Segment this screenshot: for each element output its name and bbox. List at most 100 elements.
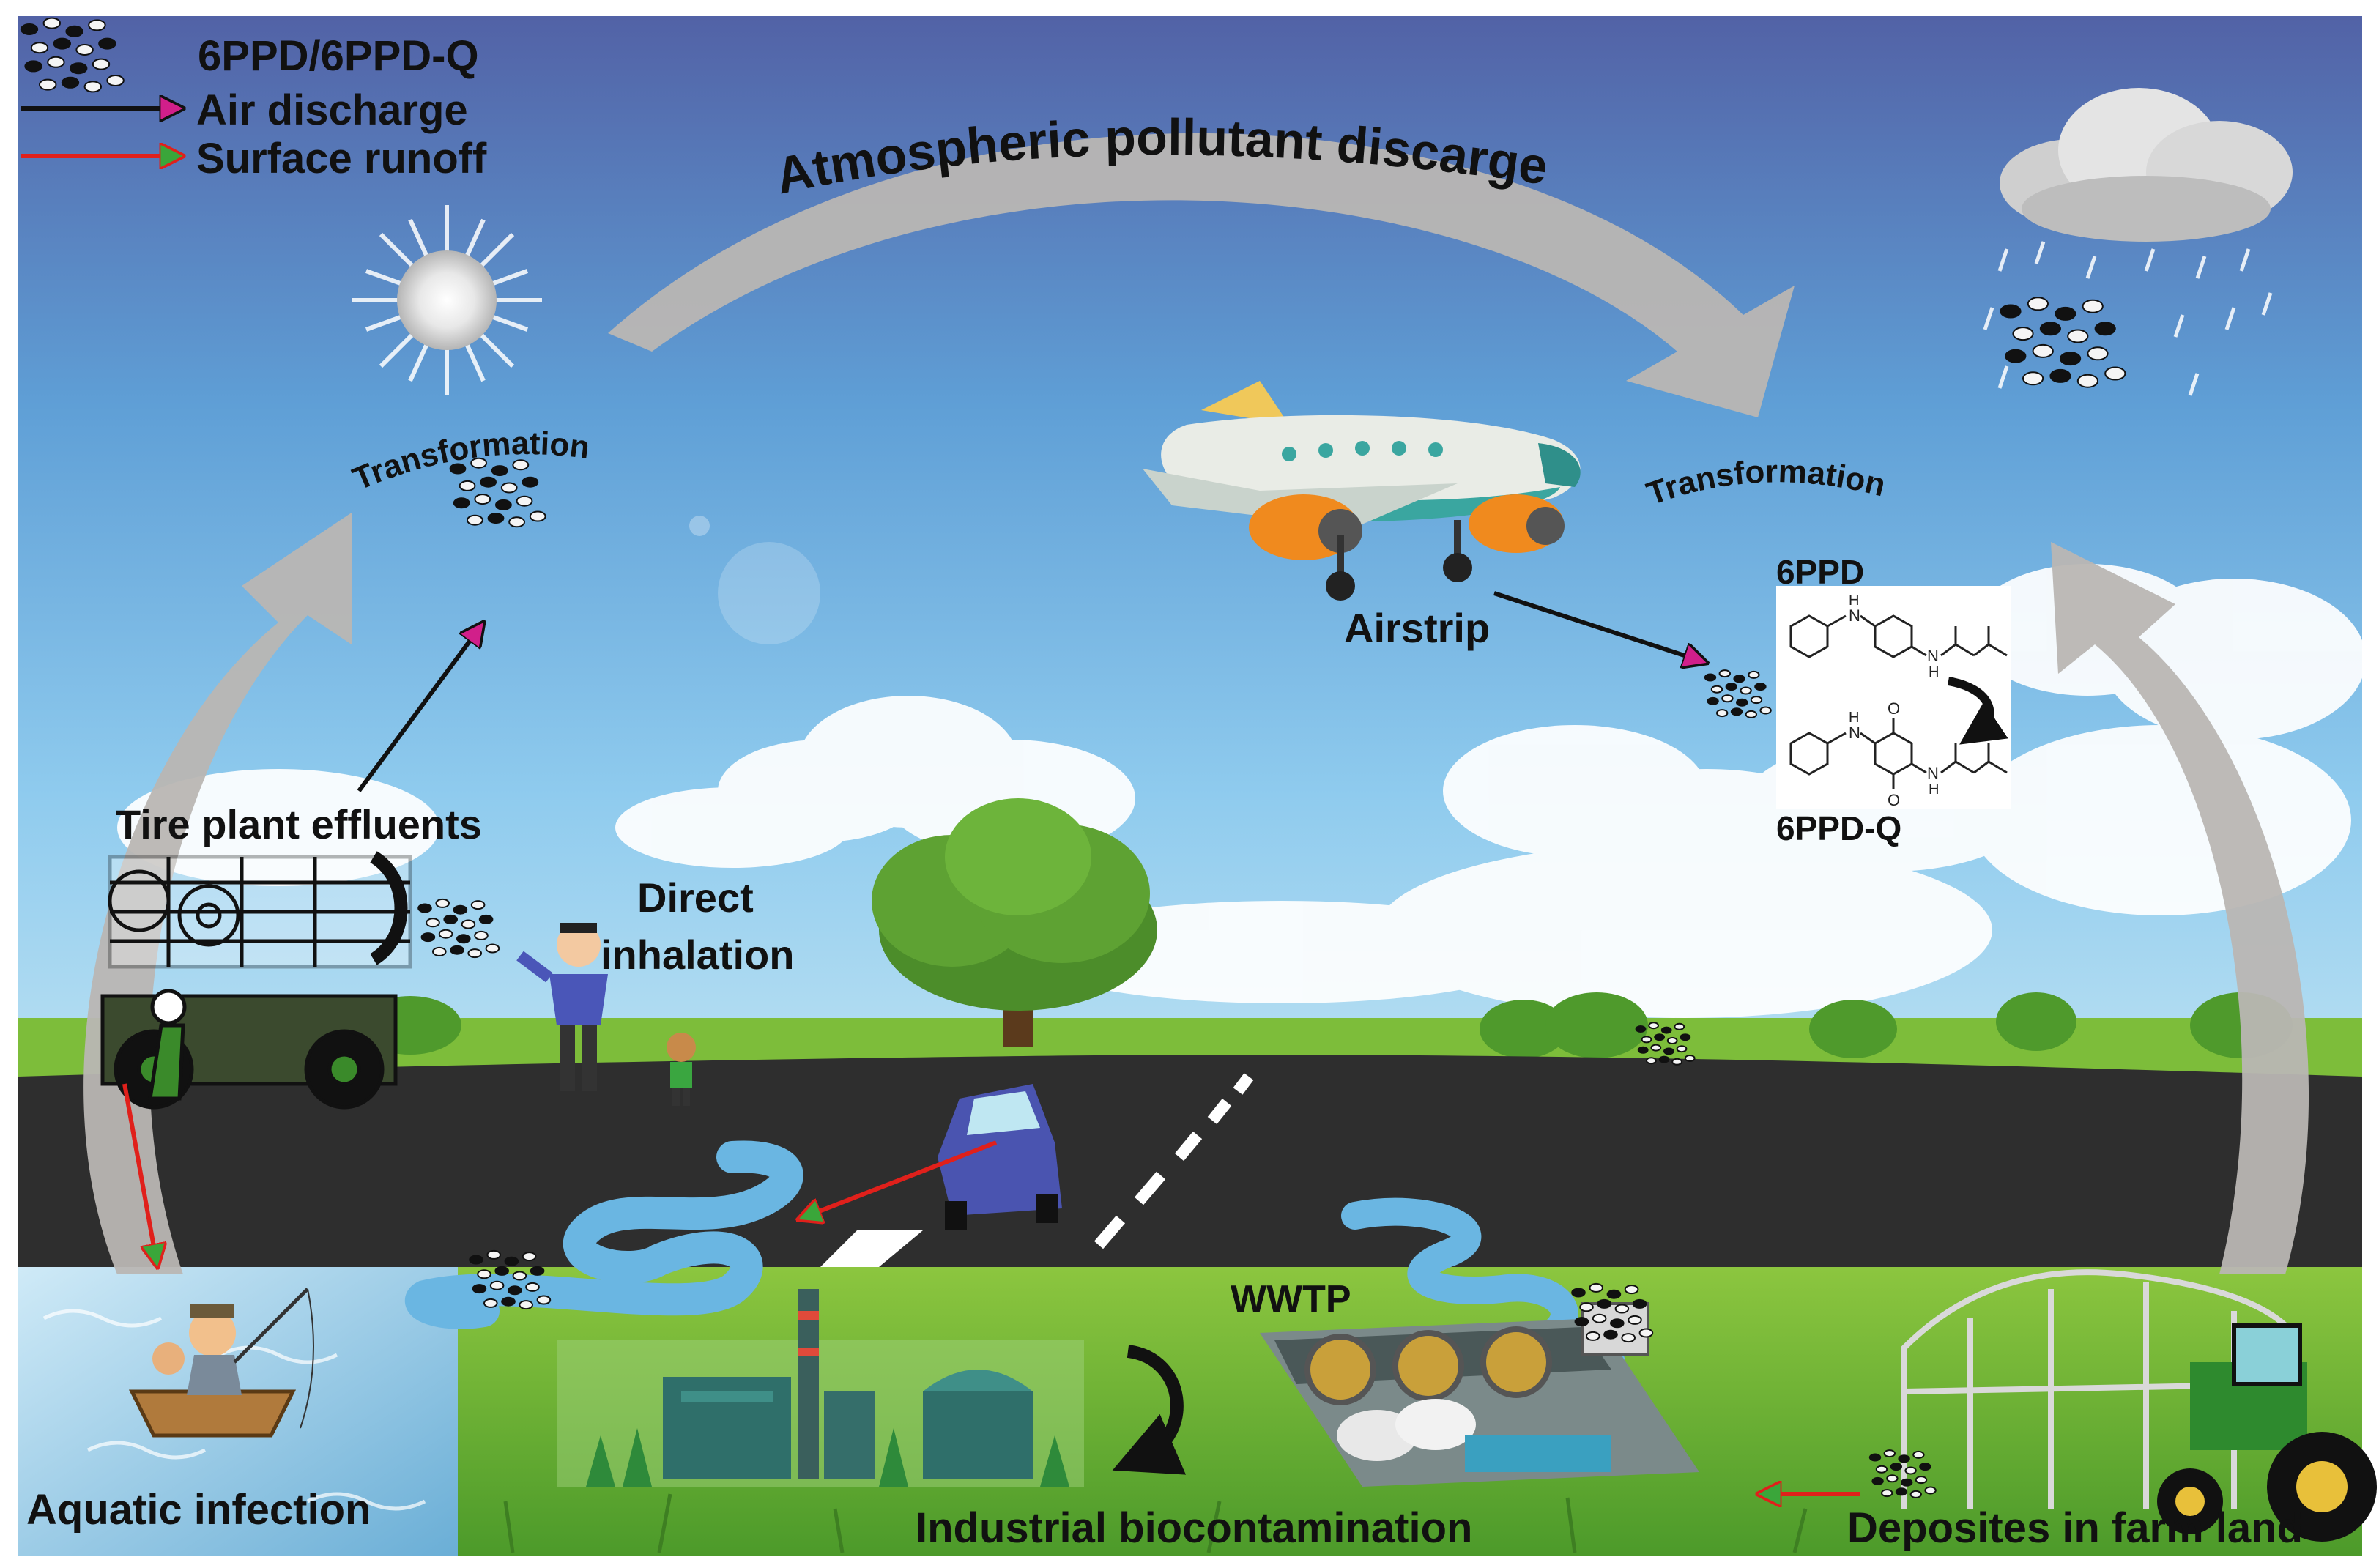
pollutant-particle: [474, 494, 491, 505]
pollutant-particle: [1645, 1057, 1657, 1065]
pollutant-cluster: [469, 1249, 552, 1310]
pollutant-particle: [1614, 1304, 1630, 1314]
pollutant-cluster: [449, 457, 546, 528]
pollutant-particle: [1883, 1449, 1896, 1458]
pollutant-particle: [1904, 1466, 1917, 1475]
pollutant-particle: [1638, 1328, 1654, 1338]
atom-h-6ppdq-2: H: [1929, 781, 1939, 798]
reaction-arrow: [1947, 677, 2008, 745]
air-discharge-arrow-airstrip: [1493, 591, 1707, 663]
tire-plant-label: Tire plant effluents: [116, 801, 482, 847]
pollutant-particle: [75, 44, 94, 56]
pollutant-particle: [30, 42, 49, 54]
child: [667, 1033, 696, 1106]
pollutant-particle: [525, 1282, 540, 1292]
pollutant-cluster: [1704, 669, 1772, 718]
legend-air-discharge-label: Air discharge: [196, 86, 468, 134]
pollutant-particle: [467, 948, 482, 959]
pollutant-particle: [1875, 1465, 1888, 1474]
pollutant-particle: [2082, 299, 2104, 313]
pollutant-particle: [92, 58, 111, 70]
pollutant-particle: [491, 465, 508, 477]
pollutant-particle: [2067, 329, 2089, 343]
pollutant-particle: [1919, 1463, 1931, 1471]
atom-n-6ppdq-1: N: [1849, 724, 1860, 742]
pollutant-particle: [2022, 371, 2044, 386]
pollutant-particle: [470, 457, 487, 469]
pollutant-particle: [1671, 1058, 1682, 1066]
pollutant-particle: [477, 1269, 491, 1279]
pollutant-particle: [1654, 1033, 1666, 1041]
pollutant-particle: [519, 1300, 533, 1310]
direct-inhalation-line1: Direct: [637, 874, 754, 921]
pollutant-particle: [516, 495, 533, 507]
pollutant-particle: [450, 945, 464, 955]
pollutant-particle: [467, 514, 483, 526]
pollutant-particle: [1610, 1318, 1625, 1329]
pollutant-particle: [474, 930, 489, 940]
wwtp-label: WWTP: [1231, 1278, 1351, 1320]
pollutant-particle: [1648, 1022, 1660, 1030]
pollutant-particle: [472, 1284, 487, 1294]
pollutant-particle: [1915, 1476, 1928, 1485]
atom-n-6ppd-1: N: [1849, 606, 1860, 625]
pollutant-particle: [1750, 696, 1763, 705]
pollutant-particle: [1909, 1490, 1922, 1498]
pollutant-particle: [1881, 1489, 1893, 1498]
atom-h-6ppd-2: H: [1929, 664, 1939, 680]
pollutant-particle: [2055, 306, 2076, 321]
pollutant-particle: [1674, 1022, 1685, 1030]
pollutant-particle: [459, 480, 476, 491]
pollutant-particle: [1606, 1289, 1622, 1299]
pollutant-particle: [88, 19, 106, 31]
pollutant-particle: [501, 1296, 516, 1307]
pollutant-particle: [489, 1280, 505, 1290]
pollutant-particle: [1628, 1315, 1642, 1325]
pollutant-particle: [1733, 675, 1745, 683]
pollutant-particle: [1745, 710, 1757, 718]
pollutant-particle: [495, 499, 512, 510]
runoff-arrow-car: [798, 1140, 998, 1219]
pollutant-particle: [1730, 707, 1743, 716]
pollutant-particle: [522, 476, 539, 488]
pollutant-particle: [2039, 322, 2062, 336]
chemistry-panel: N H N H O O N H N H: [1776, 586, 2011, 809]
pollutant-particle: [508, 1285, 522, 1296]
pollutant-particle: [456, 934, 471, 944]
pollutant-particle: [1890, 1463, 1902, 1471]
pollutant-particle: [42, 17, 61, 29]
pollutant-cluster: [2000, 297, 2126, 388]
pollutant-particle: [1684, 1055, 1696, 1062]
pollutant-particle: [1592, 1313, 1607, 1323]
direct-inhalation-line2: inhalation: [601, 932, 795, 978]
tree: [872, 798, 1157, 1047]
atom-n-6ppdq-2: N: [1927, 764, 1939, 782]
road-stripe: [820, 1230, 923, 1267]
pollutant-particle: [530, 1266, 545, 1276]
pollutant-particle: [1660, 1026, 1672, 1034]
pollutant-particle: [512, 1271, 527, 1281]
sun: [352, 205, 542, 395]
structure-6ppd: [1789, 614, 2008, 658]
pollutant-particle: [485, 943, 500, 954]
pollutant-particle: [461, 919, 476, 929]
pollutant-particle: [500, 482, 518, 494]
pollutant-particle: [1637, 1046, 1649, 1054]
pollutant-particle: [1736, 698, 1748, 707]
pollutant-particle: [1718, 669, 1731, 678]
pollutant-particle: [1707, 696, 1719, 705]
curved-arrow-industrial: [1112, 1345, 1187, 1475]
pollutant-particle: [1666, 1037, 1678, 1044]
pollutant-particle: [2076, 374, 2099, 388]
pollutant-particle: [65, 25, 83, 37]
pollutant-particle: [453, 497, 470, 509]
pollutant-particle: [1574, 1317, 1589, 1327]
pollutant-particle: [69, 62, 88, 75]
cycle-arrows: [83, 133, 2309, 1274]
pollutant-cluster: [1868, 1449, 1937, 1498]
tractor: [2157, 1323, 2377, 1542]
compound-6ppd-label: 6PPD: [1776, 553, 1865, 591]
pollutant-particle: [1912, 1450, 1925, 1459]
airstrip-label: Airstrip: [1344, 605, 1491, 651]
grass-blades: [503, 1493, 1808, 1553]
